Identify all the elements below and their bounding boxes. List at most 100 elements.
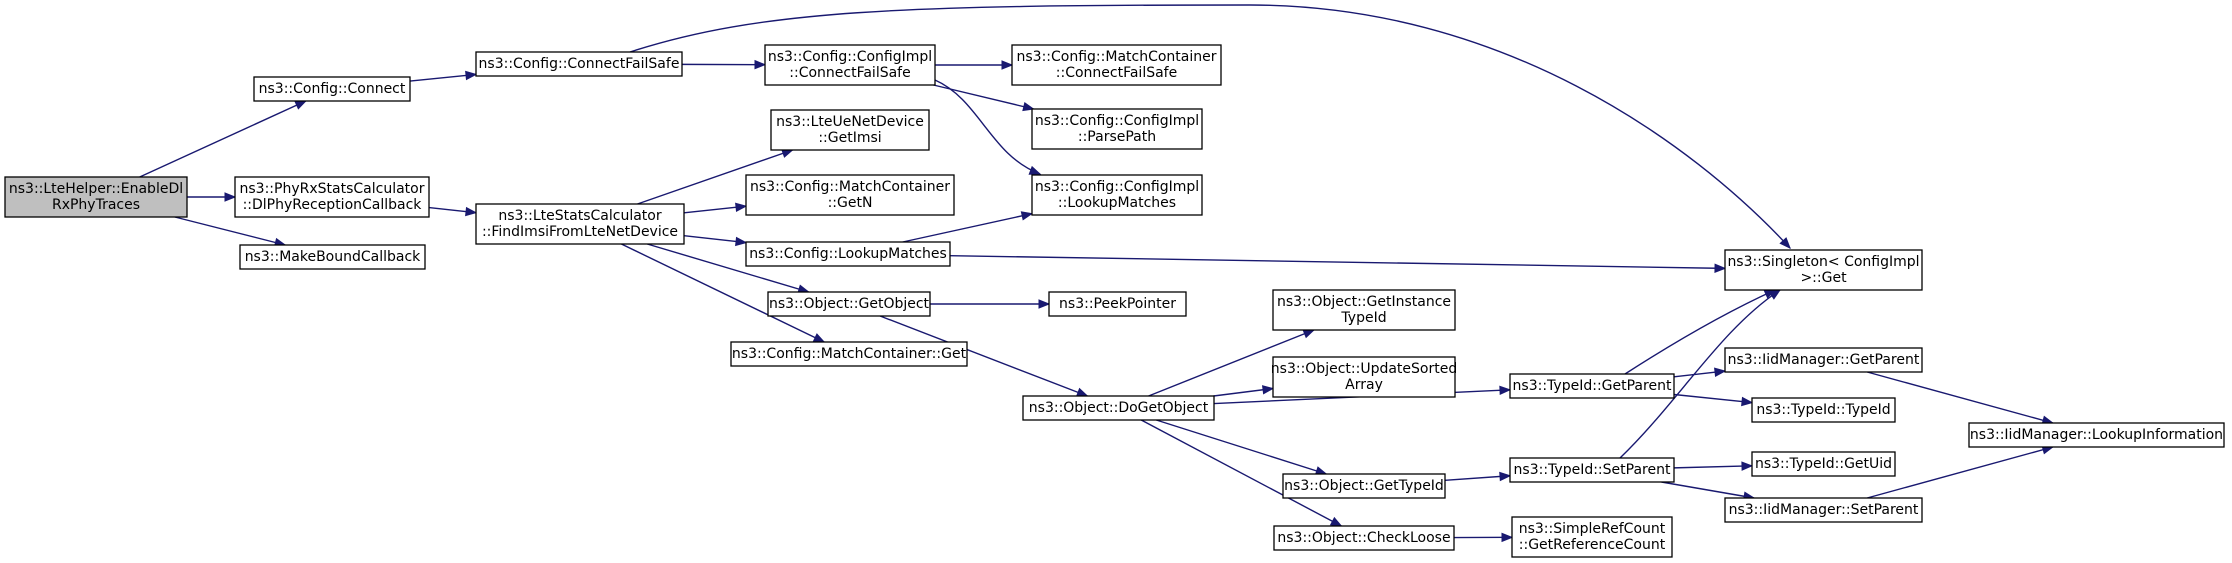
node-box[interactable] <box>1282 473 1446 499</box>
node-box[interactable] <box>1273 525 1455 551</box>
node-box[interactable] <box>475 51 683 77</box>
node-box[interactable] <box>1509 373 1675 399</box>
node-label: ns3::Config::MatchContainer <box>1017 49 1217 65</box>
node-box[interactable] <box>1968 422 2225 448</box>
node-typeid_typeid[interactable]: ns3::TypeId::TypeId <box>1751 397 1896 423</box>
edge-object_dogetobject-to-object_updatesortedarray <box>1213 385 1275 397</box>
node-matchcontainer_connectfailsafe[interactable]: ns3::Config::MatchContainer::ConnectFail… <box>1011 44 1222 86</box>
node-label: ns3::Object::UpdateSorted <box>1271 361 1457 377</box>
edge-line <box>647 243 809 293</box>
edge-arrowhead <box>1501 532 1514 543</box>
node-box[interactable] <box>1048 291 1187 317</box>
edge-config_connect-to-config_connectfailsafe <box>409 70 478 82</box>
node-singleton_get[interactable]: ns3::Singleton< ConfigImpl >::Get <box>1724 249 1923 291</box>
edge-arrowhead <box>735 236 748 247</box>
node-box[interactable] <box>234 176 430 218</box>
node-label: ns3::Object::GetObject <box>769 296 930 312</box>
node-box[interactable] <box>1509 457 1675 483</box>
node-box[interactable] <box>475 203 685 245</box>
edge-object_dogetobject-to-object_gettypeid <box>1156 419 1328 476</box>
node-typeid_setparent[interactable]: ns3::TypeId::SetParent <box>1509 457 1675 483</box>
node-ltestats_findimsi[interactable]: ns3::LteStatsCalculator::FindImsiFromLte… <box>475 203 685 245</box>
edge-typeid_getparent-to-iidmanager_getparent <box>1673 367 1727 378</box>
edge-line <box>1866 371 2054 424</box>
node-object_getobject[interactable]: ns3::Object::GetObject <box>767 291 931 317</box>
node-box[interactable] <box>1031 108 1203 150</box>
node-label: ::FindImsiFromLteNetDevice <box>482 224 678 240</box>
edge-object_gettypeid-to-typeid_setparent <box>1444 471 1512 482</box>
node-box[interactable] <box>239 244 426 270</box>
edge-arrowhead <box>1028 165 1042 175</box>
edge-arrowhead <box>465 70 478 81</box>
node-box[interactable] <box>1031 174 1203 216</box>
edge-line <box>637 149 793 205</box>
edge-arrowhead <box>1741 461 1754 471</box>
node-matchcontainer_get[interactable]: ns3::Config::MatchContainer::Get <box>730 341 968 367</box>
node-box[interactable] <box>1724 497 1923 523</box>
edge-object_dogetobject-to-object_checkloose <box>1140 419 1343 527</box>
node-box[interactable] <box>1724 347 1923 373</box>
node-label: ns3::TypeId::GetParent <box>1513 378 1672 394</box>
node-box[interactable] <box>253 76 411 102</box>
node-label: ns3::Config::Connect <box>259 81 406 97</box>
edge-arrowhead <box>1714 263 1727 273</box>
node-object_dogetobject[interactable]: ns3::Object::DoGetObject <box>1022 395 1215 421</box>
node-box[interactable] <box>745 174 955 216</box>
node-box[interactable] <box>1751 451 1896 477</box>
edge-arrowhead <box>1302 329 1316 339</box>
node-box[interactable] <box>1272 356 1456 398</box>
node-box[interactable] <box>1272 289 1456 331</box>
node-typeid_getuid[interactable]: ns3::TypeId::GetUid <box>1751 451 1896 477</box>
node-box[interactable] <box>730 341 968 367</box>
node-matchcontainer_getn[interactable]: ns3::Config::MatchContainer::GetN <box>745 174 955 216</box>
node-configimpl_connectfailsafe[interactable]: ns3::Config::ConfigImpl::ConnectFailSafe <box>764 44 936 86</box>
edge-line <box>139 100 307 178</box>
node-configimpl_lookupmatches[interactable]: ns3::Config::ConfigImpl::LookupMatches <box>1031 174 1203 216</box>
edge-arrowhead <box>1714 367 1727 377</box>
node-object_gettypeid[interactable]: ns3::Object::GetTypeId <box>1282 473 1446 499</box>
node-box[interactable] <box>767 291 931 317</box>
edge-line <box>1156 419 1327 475</box>
edge-config_connectfailsafe-to-configimpl_connectfailsafe <box>681 59 767 70</box>
node-box[interactable] <box>1511 516 1673 558</box>
node-label: ::GetReferenceCount <box>1519 537 1666 553</box>
node-label: ns3::Object::GetInstance <box>1277 294 1451 310</box>
edge-arrowhead <box>1075 387 1089 397</box>
edge-arrowhead <box>1499 471 1512 482</box>
node-box[interactable] <box>1022 395 1215 421</box>
node-typeid_getparent[interactable]: ns3::TypeId::GetParent <box>1509 373 1675 399</box>
node-label: ns3::IidManager::LookupInformation <box>1970 427 2223 443</box>
node-box[interactable] <box>1011 44 1222 86</box>
node-label: ::LookupMatches <box>1058 195 1176 211</box>
edges-layer <box>139 4 2055 543</box>
node-box[interactable] <box>1751 397 1896 423</box>
node-config_connect[interactable]: ns3::Config::Connect <box>253 76 411 102</box>
node-label: ns3::Config::MatchContainer::Get <box>732 346 967 362</box>
node-phyrx_callback[interactable]: ns3::PhyRxStatsCalculator::DlPhyReceptio… <box>234 176 430 218</box>
edge-line <box>629 4 1791 249</box>
edge-line <box>621 243 825 343</box>
node-label: ns3::MakeBoundCallback <box>245 249 421 265</box>
node-config_lookupmatches[interactable]: ns3::Config::LookupMatches <box>745 241 951 267</box>
node-label: Array <box>1345 377 1383 393</box>
node-peekpointer[interactable]: ns3::PeekPointer <box>1048 291 1187 317</box>
edge-arrowhead <box>224 192 237 202</box>
node-iidmanager_setparent[interactable]: ns3::IidManager::SetParent <box>1724 497 1923 523</box>
node-configimpl_parsepath[interactable]: ns3::Config::ConfigImpl::ParsePath <box>1031 108 1203 150</box>
node-config_connectfailsafe[interactable]: ns3::Config::ConnectFailSafe <box>475 51 683 77</box>
node-iidmanager_getparent[interactable]: ns3::IidManager::GetParent <box>1724 347 1923 373</box>
node-box[interactable] <box>1724 249 1923 291</box>
node-iidmanager_lookupinformation[interactable]: ns3::IidManager::LookupInformation <box>1968 422 2225 448</box>
node-object_checkloose[interactable]: ns3::Object::CheckLoose <box>1273 525 1455 551</box>
node-box[interactable] <box>745 241 951 267</box>
node-label: ns3::Object::GetTypeId <box>1284 478 1444 494</box>
node-lteuenetdevice_getimsi[interactable]: ns3::LteUeNetDevice::GetImsi <box>770 109 930 151</box>
node-makeboundcallback[interactable]: ns3::MakeBoundCallback <box>239 244 426 270</box>
node-simplerefcount_getrefcount[interactable]: ns3::SimpleRefCount::GetReferenceCount <box>1511 516 1673 558</box>
node-box[interactable] <box>4 176 188 218</box>
node-box[interactable] <box>764 44 936 86</box>
node-box[interactable] <box>770 109 930 151</box>
